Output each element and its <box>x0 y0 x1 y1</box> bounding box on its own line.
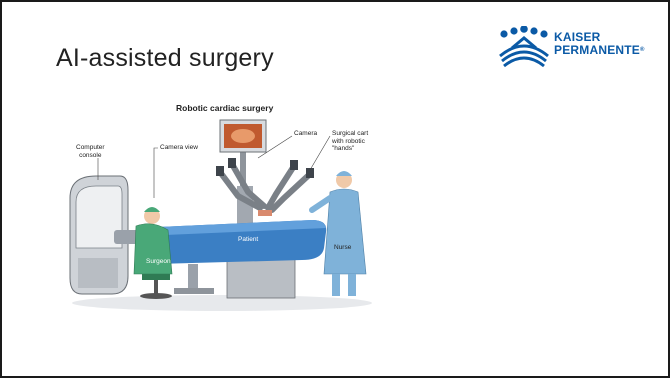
label-computer-console-line-1: Computer <box>76 144 105 152</box>
robotic-surgery-illustration: Robotic cardiac surgery Computer console… <box>62 98 382 316</box>
kaiser-permanente-logo: KAISER PERMANENTE® <box>498 26 658 72</box>
slide-title: AI-assisted surgery <box>56 44 274 73</box>
label-computer-console: Computer console <box>76 144 105 159</box>
label-camera-view: Camera view <box>160 144 198 152</box>
kaiser-figures-icon <box>498 26 550 68</box>
label-surgeon: Surgeon <box>146 258 171 266</box>
label-surgical-cart-line-2: with robotic <box>332 138 368 146</box>
logo-line-2-text: PERMANENTE <box>554 43 640 57</box>
illustration-title: Robotic cardiac surgery <box>176 103 273 113</box>
console-drawing <box>70 176 144 294</box>
registered-mark: ® <box>640 47 645 53</box>
label-surgical-cart: Surgical cart with robotic "hands" <box>332 130 368 153</box>
label-computer-console-line-2: console <box>76 152 105 160</box>
logo-line-2: PERMANENTE® <box>554 44 645 57</box>
label-surgical-cart-line-3: "hands" <box>332 145 368 153</box>
logo-wordmark: KAISER PERMANENTE® <box>554 31 645 57</box>
label-nurse: Nurse <box>334 244 351 252</box>
surgeon-figure <box>134 207 172 299</box>
label-patient: Patient <box>238 236 258 244</box>
label-camera: Camera <box>294 130 317 138</box>
label-surgical-cart-line-1: Surgical cart <box>332 130 368 138</box>
